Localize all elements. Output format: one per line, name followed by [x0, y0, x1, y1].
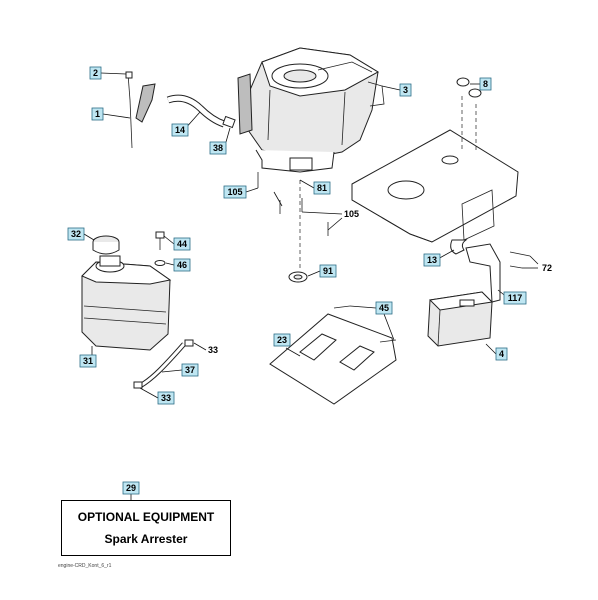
callout-105: 105	[223, 185, 247, 199]
optional-equipment-title: OPTIONAL EQUIPMENT	[77, 510, 215, 524]
dipstick	[125, 71, 156, 149]
callout-33: 33	[157, 391, 175, 405]
svg-text:1: 1	[95, 109, 100, 119]
callout-14: 14	[171, 123, 189, 137]
svg-text:13: 13	[427, 255, 437, 265]
callout-32: 32	[67, 227, 85, 241]
svg-text:46: 46	[177, 260, 187, 270]
svg-text:38: 38	[213, 143, 223, 153]
callout-37: 37	[181, 363, 199, 377]
optional-equipment-box: OPTIONAL EQUIPMENT Spark Arrester	[61, 500, 231, 556]
callout-38: 38	[209, 141, 227, 155]
callout-31: 31	[79, 354, 97, 368]
heat-shield	[269, 305, 397, 405]
callout-46: 46	[173, 258, 191, 272]
callout-8: 8	[479, 77, 492, 91]
svg-text:91: 91	[323, 266, 333, 276]
callout-29: 29	[122, 481, 140, 495]
frame	[351, 96, 519, 243]
bolts-8	[456, 77, 482, 98]
svg-text:29: 29	[126, 483, 136, 493]
svg-text:32: 32	[71, 229, 81, 239]
callout-44: 44	[173, 237, 191, 251]
svg-text:105: 105	[227, 187, 242, 197]
muffler	[427, 239, 531, 347]
callout-3: 3	[399, 83, 412, 97]
callout-23: 23	[273, 333, 291, 347]
callout-2: 2	[89, 66, 102, 80]
fuel-line	[133, 339, 194, 389]
drawing-id: engine-CRD_Kont_6_r1	[58, 563, 112, 569]
svg-text:44: 44	[177, 239, 187, 249]
label-33: 33	[208, 345, 218, 355]
spark-arrester-label: Spark Arrester	[104, 532, 188, 546]
svg-text:2: 2	[93, 68, 98, 78]
engine	[237, 47, 385, 173]
svg-text:117: 117	[508, 293, 523, 303]
svg-text:33: 33	[161, 393, 171, 403]
callout-45: 45	[375, 301, 393, 315]
callout-1: 1	[91, 107, 104, 121]
leader-lines	[83, 72, 539, 500]
svg-text:4: 4	[499, 349, 504, 359]
label-105: 105	[344, 209, 359, 219]
callout-117: 117	[503, 291, 527, 305]
label-72: 72	[542, 263, 552, 273]
callout-81: 81	[313, 181, 331, 195]
svg-text:3: 3	[403, 85, 408, 95]
svg-text:14: 14	[175, 125, 185, 135]
svg-text:45: 45	[379, 303, 389, 313]
svg-text:81: 81	[317, 183, 327, 193]
svg-text:23: 23	[277, 335, 287, 345]
svg-text:8: 8	[483, 79, 488, 89]
breather-hose	[166, 94, 236, 129]
svg-text:37: 37	[185, 365, 195, 375]
callout-91: 91	[319, 264, 337, 278]
fuel-tank	[81, 235, 172, 351]
nut-91	[288, 271, 308, 283]
svg-text:31: 31	[83, 356, 93, 366]
bolt-washer	[154, 231, 166, 266]
callout-4: 4	[495, 347, 508, 361]
callout-13: 13	[423, 253, 441, 267]
